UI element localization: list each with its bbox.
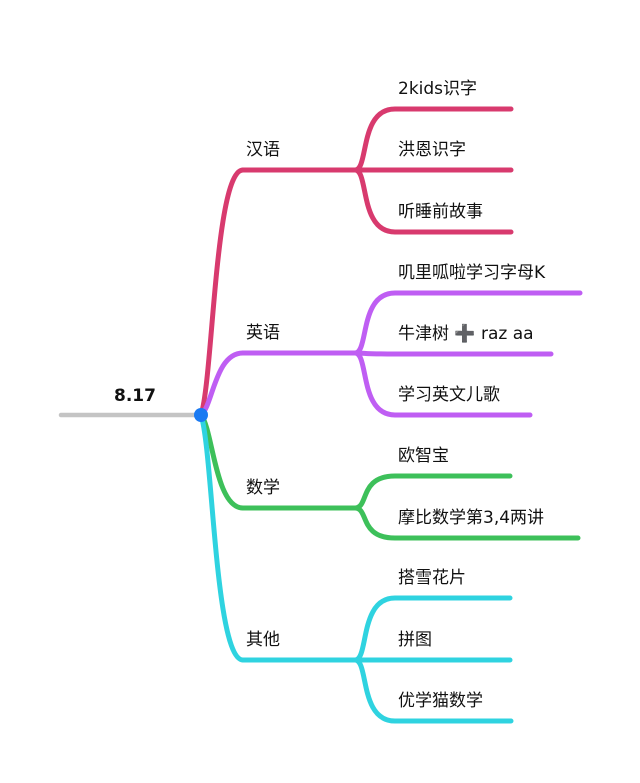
edge-leaf-chinese-3 bbox=[352, 167, 514, 235]
edge-leaf-chinese-1 bbox=[352, 106, 514, 173]
branch-label-english[interactable]: 英语 bbox=[246, 323, 280, 343]
edge-branch-other bbox=[198, 412, 246, 663]
center-node-dot[interactable] bbox=[194, 408, 208, 422]
edge-leaf-other-3 bbox=[352, 657, 514, 724]
edge-leaf-other-1 bbox=[352, 595, 513, 663]
leaf-label-math-1[interactable]: 欧智宝 bbox=[398, 446, 449, 466]
leaf-label-english-3[interactable]: 学习英文儿歌 bbox=[398, 385, 500, 405]
branch-label-chinese[interactable]: 汉语 bbox=[246, 140, 280, 160]
leaf-label-other-3[interactable]: 优学猫数学 bbox=[398, 691, 483, 711]
leaf-label-other-2[interactable]: 拼图 bbox=[398, 630, 432, 650]
leaf-label-english-2[interactable]: 牛津树 ➕ raz aa bbox=[398, 324, 534, 344]
leaf-label-math-2[interactable]: 摩比数学第3,4两讲 bbox=[398, 508, 545, 528]
edge-branch-chinese bbox=[198, 167, 246, 418]
leaf-label-chinese-3[interactable]: 听睡前故事 bbox=[398, 202, 483, 222]
branch-label-other[interactable]: 其他 bbox=[246, 630, 280, 650]
edge-leaf-math-2 bbox=[352, 505, 581, 541]
leaf-label-chinese-2[interactable]: 洪恩识字 bbox=[398, 140, 466, 160]
edge-leaf-english-3 bbox=[352, 350, 533, 418]
branch-label-math[interactable]: 数学 bbox=[246, 478, 280, 498]
root-label[interactable]: 8.17 bbox=[114, 386, 156, 406]
leaf-label-chinese-1[interactable]: 2kids识字 bbox=[398, 79, 478, 99]
leaf-label-english-1[interactable]: 叽里呱啦学习字母K bbox=[398, 263, 546, 283]
leaf-label-other-1[interactable]: 搭雪花片 bbox=[398, 568, 466, 588]
edge-leaf-english-1 bbox=[352, 290, 583, 356]
